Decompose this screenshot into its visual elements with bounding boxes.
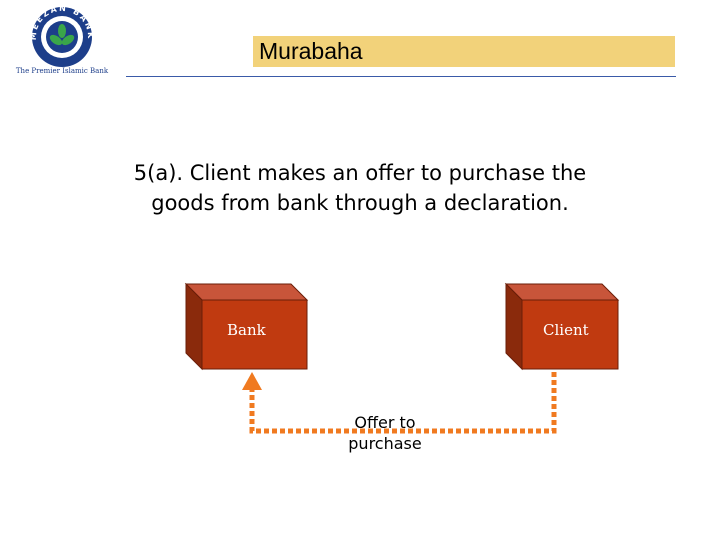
slide-heading: 5(a). Client makes an offer to purchase … [60, 158, 660, 218]
edge-label-line-2: purchase [348, 434, 422, 453]
header-divider [126, 76, 676, 77]
slide-title: Murabaha [253, 36, 675, 67]
arrow-head-icon [242, 372, 262, 390]
bank-box [184, 282, 309, 371]
heading-line-1: 5(a). Client makes an offer to purchase … [133, 161, 587, 185]
leaf-icon [49, 24, 75, 46]
meezan-bank-logo: MEEZAN BANK The Premier Islamic Bank [16, 4, 109, 75]
edge-label-line-1: Offer to [354, 413, 416, 432]
client-label: Client [543, 321, 589, 339]
offer-connector [249, 372, 557, 434]
client-box [504, 282, 620, 371]
heading-line-2: goods from bank through a declaration. [151, 191, 569, 215]
bank-label: Bank [227, 321, 266, 339]
logo-tagline: The Premier Islamic Bank [16, 67, 109, 75]
edge-label: Offer to purchase [330, 412, 440, 454]
